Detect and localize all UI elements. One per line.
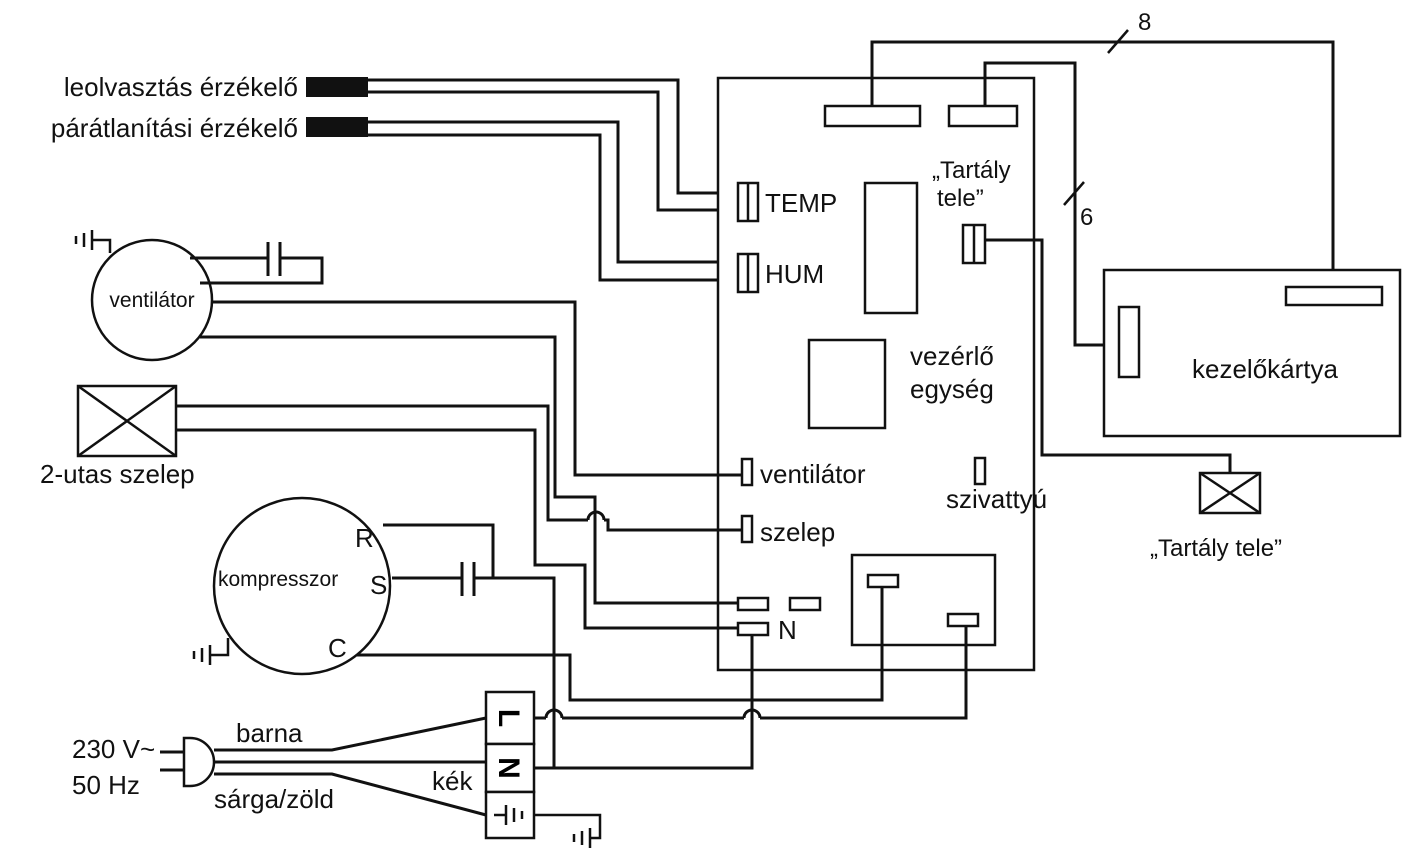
bus-8-line: 8 [870,9,1335,287]
bus-6-label: 6 [1080,204,1093,231]
tank-full-switch-label: „Tartály tele” [1150,535,1282,562]
pump-port [973,456,987,486]
n-wire [534,635,754,770]
tank-full-connector [961,223,987,265]
valve-wire-hop [586,510,606,521]
neutral-port [736,621,770,637]
bus-8-label: 8 [1138,9,1151,36]
relay-terminal-1 [866,573,900,589]
microcontroller-chip [807,338,887,430]
terminal-n-label: N [492,757,525,779]
power-relay-box [850,553,997,647]
valve-wire-1b [604,518,742,532]
fan-port [740,457,754,487]
relay-terminal-2 [946,612,980,628]
brown-wire [214,716,487,752]
comp-port-2 [788,596,822,612]
comp-common-wire [493,576,556,768]
panel-connector-top [1284,285,1384,307]
temp-label: TEMP [765,188,837,218]
bus-6-line: 6 [983,61,1120,347]
comp-c-label: C [328,633,347,663]
neutral-port-label: N [778,615,797,645]
terminal-l-label: L [492,709,525,727]
valve-port [740,514,754,544]
connector-8pin [823,104,922,128]
blue-label: kék [432,766,473,796]
tank-full-board-label-1: „Tartály [932,157,1011,184]
main-ground-icon [534,813,602,848]
hum-connector: HUM [736,252,824,294]
yellow-green-label: sárga/zöld [214,784,334,814]
power-plug-icon [160,736,216,788]
l-wire-c [760,626,968,720]
temp-connector: TEMP [736,181,837,223]
comp-port-1 [736,596,770,612]
voltage-label: 230 V~ [72,734,155,764]
compressor-capacitor [392,562,493,596]
defrost-sensor: leolvasztás érzékelő [64,72,368,102]
connector-6pin [947,104,1019,128]
comp-r-wire [383,523,495,578]
yellow-green-wire [214,772,487,817]
terminal-block: L N [484,690,536,840]
fan-motor: ventilátor [90,238,214,362]
defrost-sensor-label: leolvasztás érzékelő [64,72,298,102]
panel-label: kezelőkártya [1192,354,1338,384]
tank-full-switch [1198,471,1262,515]
compressor-motor: kompresszor R S C [212,496,392,676]
fan-label: ventilátor [109,289,194,312]
fan-wire-1 [212,300,742,477]
fan-port-label: ventilátor [760,459,866,489]
compressor-ground-icon [192,638,230,665]
controller-label-line1: vezérlő [910,341,994,371]
tank-full-board-label-2: tele” [937,185,984,212]
dehum-sensor: párátlanítási érzékelő [51,113,368,143]
compressor-label: kompresszor [218,568,338,591]
valve-port-label: szelep [760,517,835,547]
valve-icon [76,384,178,458]
fan-capacitor [190,242,324,285]
controller-label-line2: egység [910,374,994,404]
frequency-label: 50 Hz [72,770,140,800]
comp-c-wire [357,587,884,702]
valve-label: 2-utas szelep [40,459,195,489]
pump-label: szivattyú [946,484,1047,514]
brown-label: barna [236,718,303,748]
relay-block [863,181,919,315]
dehum-sensor-label: párátlanítási érzékelő [51,113,298,143]
sensor-wires [368,78,740,282]
valve-wire-1 [176,404,588,522]
hum-label: HUM [765,259,824,289]
fan-ground-icon [74,230,112,253]
valve-wire-2 [176,428,738,630]
tank-full-wire [985,238,1232,473]
comp-r-label: R [355,523,374,553]
comp-s-label: S [370,570,387,600]
fan-wire-2 [200,335,738,605]
panel-connector-side [1117,305,1141,379]
